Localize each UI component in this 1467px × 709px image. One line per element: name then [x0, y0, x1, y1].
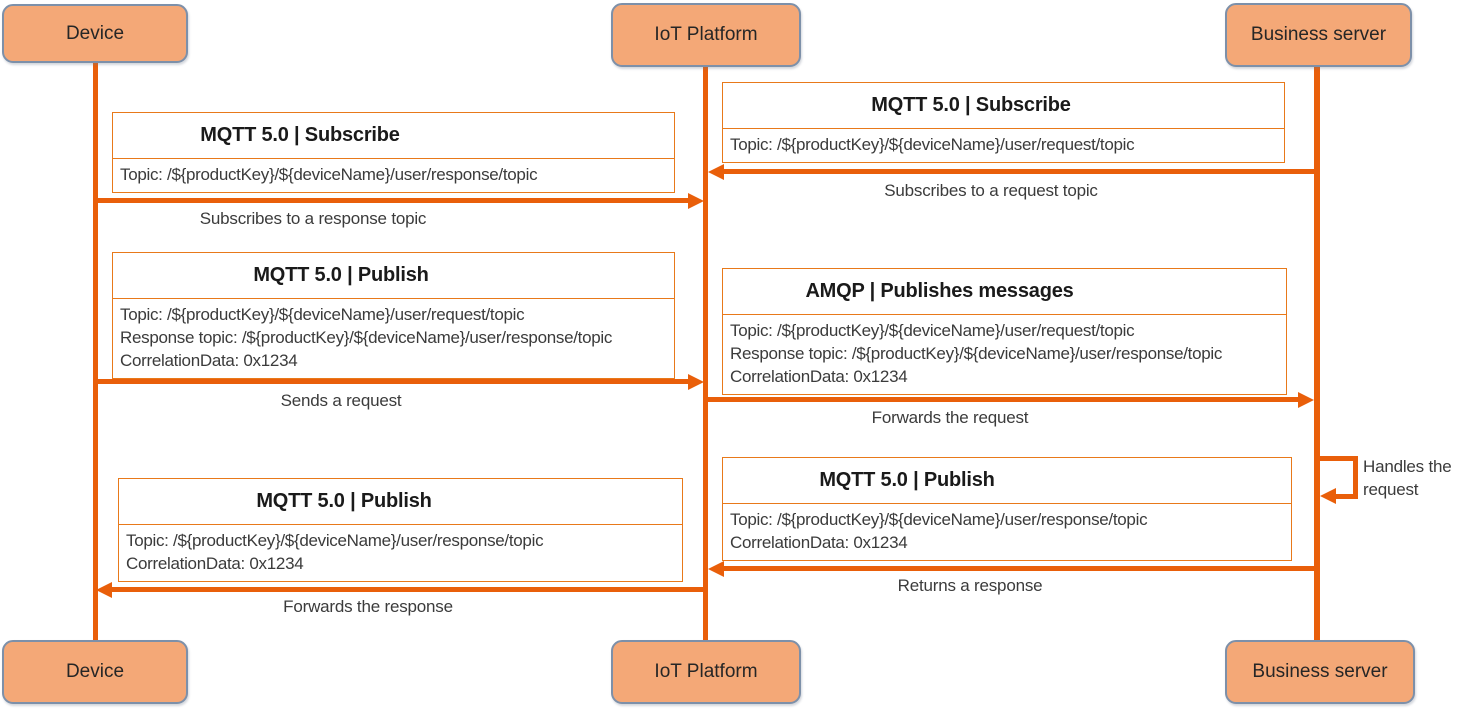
self-loop-label: Handles the request — [1363, 455, 1452, 501]
message-body-line: Topic: /${productKey}/${deviceName}/user… — [120, 165, 538, 184]
message-body-line: CorrelationData: 0x1234 — [730, 533, 908, 552]
arrow-forwards-request — [708, 397, 1300, 402]
message-body-line: Topic: /${productKey}/${deviceName}/user… — [730, 321, 1135, 340]
actor-device-top-label: Device — [65, 22, 125, 44]
message-title: AMQP | Publishes messages — [723, 269, 1286, 315]
arrowhead-right-icon — [1298, 392, 1314, 408]
arrow-label-subscribe-response: Subscribes to a response topic — [199, 209, 427, 228]
message-title: MQTT 5.0 | Publish — [119, 479, 682, 525]
message-body-line: Response topic: /${productKey}/${deviceN… — [120, 328, 613, 347]
message-body-line: Topic: /${productKey}/${deviceName}/user… — [730, 135, 1135, 154]
message-body-line: Topic: /${productKey}/${deviceName}/user… — [126, 531, 544, 550]
arrow-forwards-response — [110, 587, 705, 592]
self-loop-label-line: request — [1363, 480, 1419, 499]
message-box-business-publish-response: MQTT 5.0 | Publish Topic: /${productKey}… — [722, 457, 1292, 561]
self-loop-bottom-segment — [1334, 494, 1358, 499]
message-body-line: CorrelationData: 0x1234 — [126, 554, 304, 573]
arrowhead-left-icon — [708, 164, 724, 180]
arrowhead-left-icon — [708, 561, 724, 577]
arrow-returns-response — [722, 566, 1317, 571]
message-body-line: CorrelationData: 0x1234 — [730, 367, 908, 386]
actor-business-server-top-label: Business server — [1250, 24, 1387, 45]
actor-business-server-bottom-label: Business server — [1252, 661, 1388, 682]
self-loop-right-segment — [1353, 456, 1358, 499]
message-title: MQTT 5.0 | Publish — [113, 253, 674, 299]
arrow-label-forwards-response: Forwards the response — [283, 597, 453, 616]
message-box-iot-publish-response: MQTT 5.0 | Publish Topic: /${productKey}… — [118, 478, 683, 582]
arrowhead-right-icon — [688, 193, 704, 209]
message-box-device-publish-request: MQTT 5.0 | Publish Topic: /${productKey}… — [112, 252, 675, 379]
arrow-subscribe-response — [96, 198, 690, 203]
arrow-label-returns-response: Returns a response — [897, 576, 1043, 595]
message-box-business-subscribe: MQTT 5.0 | Subscribe Topic: /${productKe… — [722, 82, 1285, 163]
actor-business-server-bottom: Business server — [1225, 640, 1415, 704]
lifeline-device — [93, 62, 98, 640]
arrow-label-subscribe-request: Subscribes to a request topic — [884, 181, 1098, 200]
actor-iot-platform-top-label: IoT Platform — [654, 24, 758, 45]
arrowhead-left-icon — [96, 582, 112, 598]
actor-device-bottom-label: Device — [65, 661, 125, 682]
message-body-line: Response topic: /${productKey}/${deviceN… — [730, 344, 1223, 363]
arrow-label-sends-request: Sends a request — [280, 391, 402, 410]
message-box-amqp-publish: AMQP | Publishes messages Topic: /${prod… — [722, 268, 1287, 395]
message-body-line: Topic: /${productKey}/${deviceName}/user… — [730, 510, 1148, 529]
message-title: MQTT 5.0 | Subscribe — [113, 113, 674, 159]
lifeline-iot-platform — [703, 64, 708, 640]
lifeline-business-server — [1314, 64, 1320, 640]
message-body-line: Topic: /${productKey}/${deviceName}/user… — [120, 305, 525, 324]
message-box-device-subscribe: MQTT 5.0 | Subscribe Topic: /${productKe… — [112, 112, 675, 193]
self-loop-top-segment — [1317, 456, 1358, 461]
actor-device-bottom: Device — [2, 640, 188, 704]
actor-device-top: Device — [2, 4, 188, 63]
actor-business-server-top: Business server — [1225, 3, 1412, 67]
message-title: MQTT 5.0 | Publish — [723, 458, 1291, 504]
arrow-subscribe-request — [722, 169, 1317, 174]
arrowhead-right-icon — [688, 374, 704, 390]
self-loop-label-line: Handles the — [1363, 457, 1452, 476]
arrow-sends-request — [96, 379, 690, 384]
arrowhead-left-icon — [1320, 488, 1336, 504]
message-body-line: CorrelationData: 0x1234 — [120, 351, 298, 370]
actor-iot-platform-top: IoT Platform — [611, 3, 801, 67]
actor-iot-platform-bottom: IoT Platform — [611, 640, 801, 704]
arrow-label-forwards-request: Forwards the request — [871, 408, 1029, 427]
message-title: MQTT 5.0 | Subscribe — [723, 83, 1284, 129]
actor-iot-platform-bottom-label: IoT Platform — [654, 661, 758, 682]
